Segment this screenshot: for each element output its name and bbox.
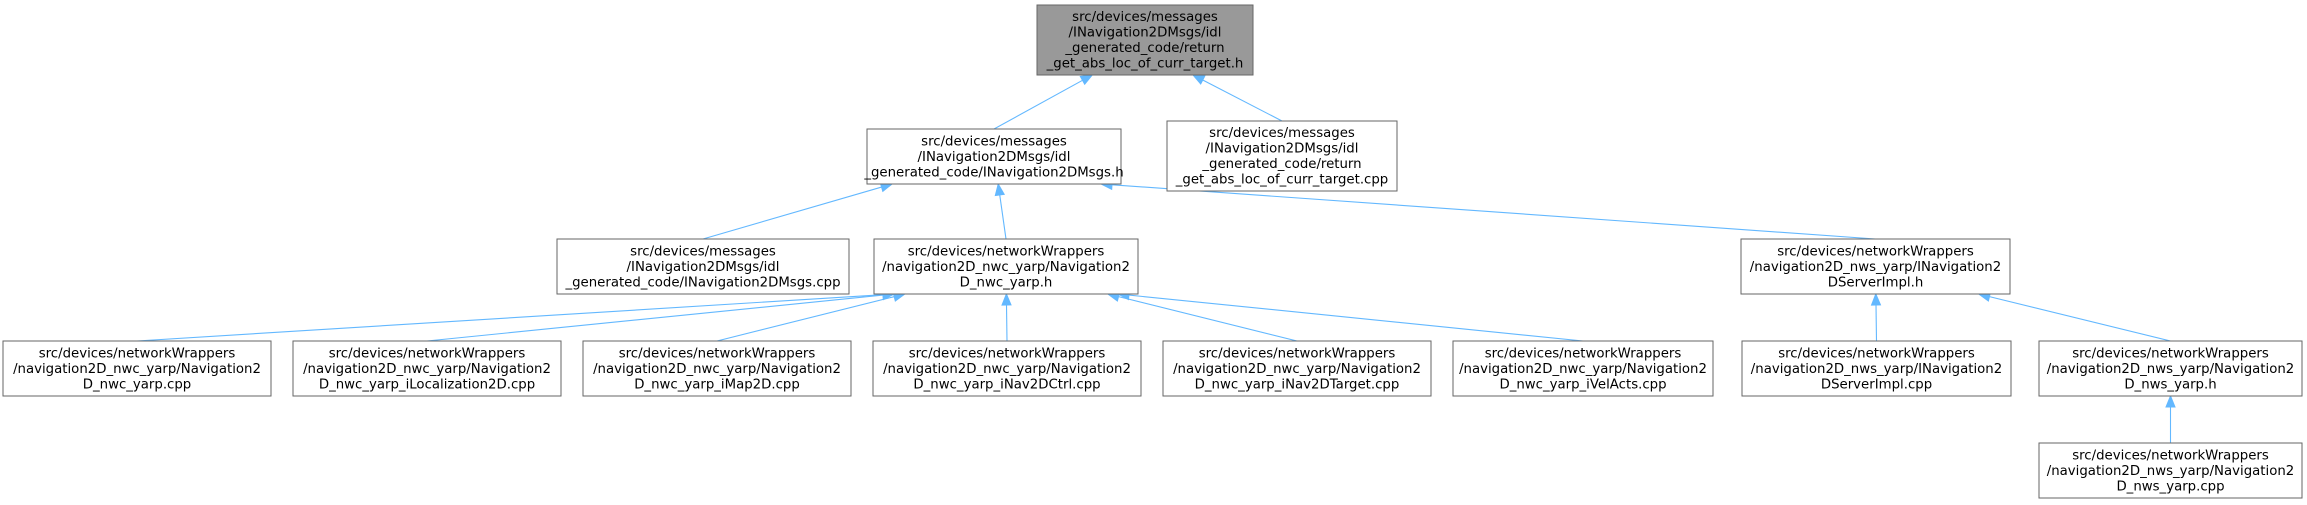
node-n1[interactable]: src/devices/messages/INavigation2DMsgs/i… xyxy=(863,128,1124,185)
node-label-line: src/devices/networkWrappers xyxy=(1199,346,1396,361)
node-label-line: _generated_code/INavigation2DMsgs.h xyxy=(863,165,1123,180)
edge-n5-to-n1 xyxy=(1111,184,1876,240)
node-label-line: src/devices/networkWrappers xyxy=(908,244,1105,259)
node-label-line: /navigation2D_nwc_yarp/Navigation2 xyxy=(1459,362,1707,377)
node-label-line: /navigation2D_nwc_yarp/Navigation2 xyxy=(593,362,841,377)
edge-n3-to-n1 xyxy=(702,186,882,240)
node-label-line: D_nwc_yarp.cpp xyxy=(83,377,192,392)
node-label-line: src/devices/networkWrappers xyxy=(1777,244,1974,259)
node-box xyxy=(292,340,562,397)
arrowhead-n14-to-n13 xyxy=(2165,394,2176,408)
node-label-line: _get_abs_loc_of_curr_target.cpp xyxy=(1175,173,1388,188)
node-label-line: src/devices/networkWrappers xyxy=(619,346,816,361)
edge-n6-to-n4 xyxy=(136,294,884,342)
node-label-line: /navigation2D_nwc_yarp/Navigation2 xyxy=(1173,362,1421,377)
node-box xyxy=(556,238,850,295)
node-n13[interactable]: src/devices/networkWrappers/navigation2D… xyxy=(2038,340,2303,397)
arrowhead-n2-to-n0 xyxy=(1191,74,1206,85)
node-box xyxy=(872,340,1142,397)
node-label-line: D_nwc_yarp_iMap2D.cpp xyxy=(634,377,800,392)
node-label-line: src/devices/networkWrappers xyxy=(2072,346,2269,361)
node-label-line: /INavigation2DMsgs/idl xyxy=(1069,26,1222,41)
node-label-line: DServerImpl.h xyxy=(1828,275,1924,290)
node-label-line: /navigation2D_nwc_yarp/Navigation2 xyxy=(13,362,261,377)
node-box xyxy=(1166,120,1398,192)
node-label-line: D_nwc_yarp_iVelActs.cpp xyxy=(1499,377,1666,392)
node-label-line: src/devices/networkWrappers xyxy=(2072,448,2269,463)
edges-layer xyxy=(136,74,2176,443)
node-label-line: src/devices/messages xyxy=(630,244,776,259)
node-box xyxy=(582,340,852,397)
edge-n8-to-n4 xyxy=(716,296,895,342)
arrowhead-n12-to-n5 xyxy=(1870,292,1882,306)
node-n12[interactable]: src/devices/networkWrappers/navigation2D… xyxy=(1741,340,2012,397)
node-label-line: /navigation2D_nws_yarp/Navigation2 xyxy=(2047,464,2295,479)
node-label-line: D_nwc_yarp_iNav2DTarget.cpp xyxy=(1195,377,1400,392)
node-box xyxy=(1740,238,2011,295)
node-label-line: src/devices/networkWrappers xyxy=(1778,346,1975,361)
node-n14[interactable]: src/devices/networkWrappers/navigation2D… xyxy=(2038,442,2303,499)
node-label-line: /INavigation2DMsgs/idl xyxy=(1206,142,1359,157)
edge-n4-to-n1 xyxy=(999,194,1007,240)
node-label-line: D_nwc_yarp_iLocalization2D.cpp xyxy=(319,377,535,392)
nodes-layer: src/devices/messages/INavigation2DMsgs/i… xyxy=(2,4,2303,499)
node-label-line: DServerImpl.cpp xyxy=(1821,377,1932,392)
node-n9[interactable]: src/devices/networkWrappers/navigation2D… xyxy=(872,340,1142,397)
node-box xyxy=(873,238,1139,295)
node-n4[interactable]: src/devices/networkWrappers/navigation2D… xyxy=(873,238,1139,295)
node-label-line: _generated_code/INavigation2DMsgs.cpp xyxy=(564,275,840,290)
node-label-line: D_nws_yarp.h xyxy=(2124,377,2216,392)
node-label-line: src/devices/messages xyxy=(1209,126,1355,141)
edge-n10-to-n4 xyxy=(1118,296,1298,342)
node-box xyxy=(1741,340,2012,397)
edge-n1-to-n0 xyxy=(993,79,1083,130)
node-label-line: src/devices/networkWrappers xyxy=(1485,346,1682,361)
node-label-line: /navigation2D_nws_yarp/INavigation2 xyxy=(1750,260,2001,275)
node-label-line: D_nws_yarp.cpp xyxy=(2116,479,2224,494)
edge-n2-to-n0 xyxy=(1202,79,1283,122)
node-box xyxy=(2038,340,2303,397)
node-label-line: D_nwc_yarp.h xyxy=(960,275,1053,290)
node-box xyxy=(1036,4,1254,76)
node-n11[interactable]: src/devices/networkWrappers/navigation2D… xyxy=(1452,340,1714,397)
node-box xyxy=(2038,442,2303,499)
node-label-line: src/devices/messages xyxy=(1072,10,1218,25)
node-n8[interactable]: src/devices/networkWrappers/navigation2D… xyxy=(582,340,852,397)
node-label-line: src/devices/messages xyxy=(921,134,1067,149)
node-label-line: D_nwc_yarp_iNav2DCtrl.cpp xyxy=(913,377,1100,392)
node-n0-root[interactable]: src/devices/messages/INavigation2DMsgs/i… xyxy=(1036,4,1254,76)
edge-n11-to-n4 xyxy=(1128,294,1584,342)
node-n5[interactable]: src/devices/networkWrappers/navigation2D… xyxy=(1740,238,2011,295)
node-label-line: /INavigation2DMsgs/idl xyxy=(627,260,780,275)
node-label-line: src/devices/networkWrappers xyxy=(909,346,1106,361)
node-label-line: _generated_code/return xyxy=(1201,157,1361,172)
arrowhead-n9-to-n4 xyxy=(1001,292,1012,306)
node-label-line: _generated_code/return xyxy=(1064,41,1224,56)
node-label-line: /navigation2D_nwc_yarp/Navigation2 xyxy=(882,260,1130,275)
arrowhead-n4-to-n1 xyxy=(994,182,1006,197)
node-label-line: src/devices/networkWrappers xyxy=(39,346,236,361)
node-n10[interactable]: src/devices/networkWrappers/navigation2D… xyxy=(1162,340,1432,397)
node-label-line: /INavigation2DMsgs/idl xyxy=(918,150,1071,165)
arrowhead-n1-to-n0 xyxy=(1079,74,1094,86)
node-label-line: /navigation2D_nwc_yarp/Navigation2 xyxy=(303,362,551,377)
node-label-line: _get_abs_loc_of_curr_target.h xyxy=(1046,57,1244,72)
node-label-line: /navigation2D_nwc_yarp/Navigation2 xyxy=(883,362,1131,377)
node-n3[interactable]: src/devices/messages/INavigation2DMsgs/i… xyxy=(556,238,850,295)
edge-n7-to-n4 xyxy=(426,294,884,342)
node-label-line: src/devices/networkWrappers xyxy=(329,346,526,361)
node-box xyxy=(866,128,1122,185)
edge-n13-to-n5 xyxy=(1989,296,2171,342)
node-n2[interactable]: src/devices/messages/INavigation2DMsgs/i… xyxy=(1166,120,1398,192)
node-n7[interactable]: src/devices/networkWrappers/navigation2D… xyxy=(292,340,562,397)
node-box xyxy=(1452,340,1714,397)
node-label-line: /navigation2D_nws_yarp/Navigation2 xyxy=(2047,362,2295,377)
node-box xyxy=(2,340,272,397)
node-box xyxy=(1162,340,1432,397)
node-n6[interactable]: src/devices/networkWrappers/navigation2D… xyxy=(2,340,272,397)
node-label-line: /navigation2D_nws_yarp/INavigation2 xyxy=(1751,362,2002,377)
